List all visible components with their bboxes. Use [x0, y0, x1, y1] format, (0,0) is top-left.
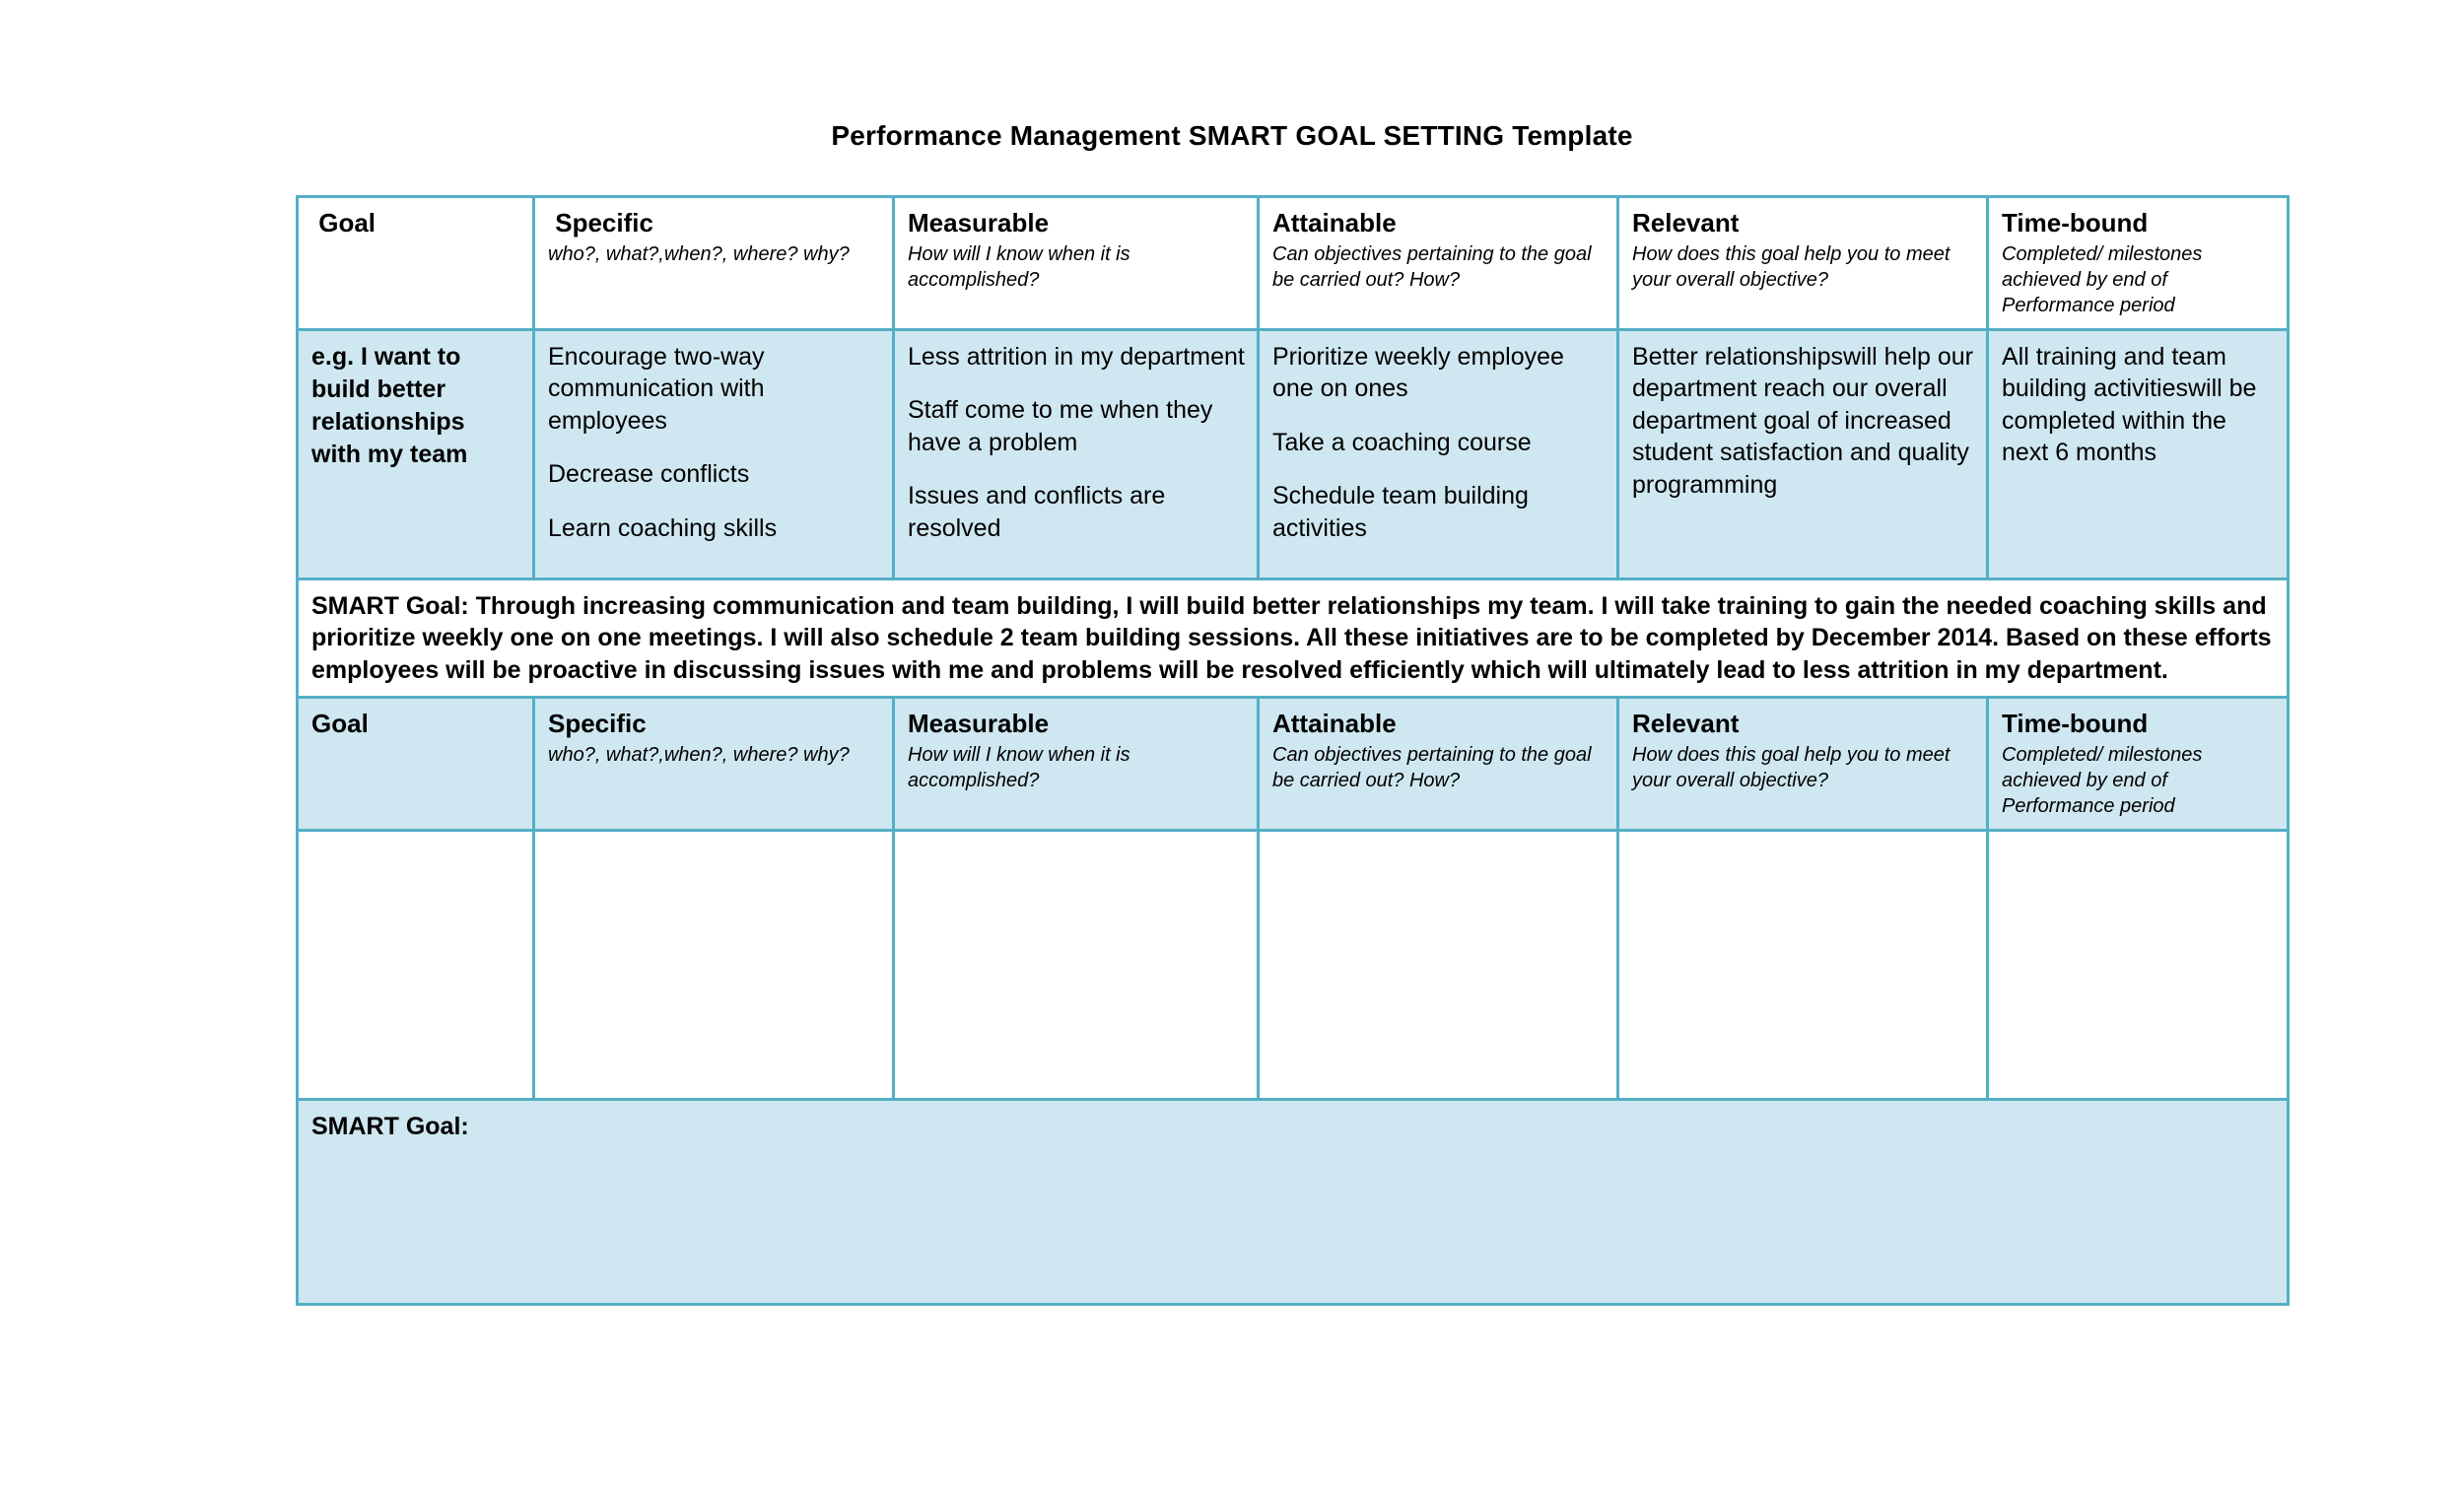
- smart-goal-table: Goal Specific who?, what?,when?, where? …: [296, 195, 2290, 1306]
- header-sub-measurable: How will I know when it is accomplished?: [908, 242, 1130, 291]
- example-cell-time-bound: All training and team building activitie…: [1986, 327, 2290, 580]
- example-cell-attainable: Prioritize weekly employee one on ones T…: [1257, 327, 1619, 580]
- header2-label-time-bound: Time-bound: [2002, 709, 2149, 739]
- example-cell-goal: e.g. I want to build better relationship…: [296, 327, 535, 580]
- header2-cell-time-bound: Time-bound Completed/ milestones achieve…: [1986, 696, 2290, 832]
- header-sub-time-bound: Completed/ milestones achieved by end of…: [2002, 242, 2203, 316]
- example-specific-item: Encourage two-way communication with emp…: [548, 342, 765, 435]
- blank-cell-time-bound[interactable]: [1986, 828, 2290, 1101]
- header-label-relevant: Relevant: [1632, 208, 1740, 238]
- header-cell-measurable: Measurable How will I know when it is ac…: [892, 195, 1260, 331]
- header2-label-relevant: Relevant: [1632, 709, 1740, 739]
- blank-cell-goal[interactable]: [296, 828, 535, 1101]
- example-measurable-item: Staff come to me when they have a proble…: [908, 396, 1213, 456]
- header2-sub-relevant: How does this goal help you to meet your…: [1632, 743, 1951, 791]
- blank-cell-attainable[interactable]: [1257, 828, 1619, 1101]
- header-label-time-bound: Time-bound: [2002, 208, 2149, 238]
- example-goal-text: e.g. I want to build better relationship…: [311, 342, 468, 468]
- header2-sub-measurable: How will I know when it is accomplished?: [908, 743, 1130, 791]
- header2-label-attainable: Attainable: [1272, 709, 1397, 739]
- page-title: Performance Management SMART GOAL SETTIN…: [831, 120, 1633, 151]
- example-attainable-item: Prioritize weekly employee one on ones: [1272, 342, 1564, 403]
- blank-cell-measurable[interactable]: [892, 828, 1260, 1101]
- table-row-blank: [296, 828, 2290, 1101]
- header-label-goal: Goal: [311, 208, 376, 238]
- header-sub-relevant: How does this goal help you to meet your…: [1632, 242, 1951, 291]
- example-specific-item: Decrease conflicts: [548, 460, 750, 489]
- example-cell-relevant: Better relationshipswill help our depart…: [1616, 327, 1989, 580]
- table-header-row-1: Goal Specific who?, what?,when?, where? …: [296, 195, 2290, 331]
- table-header-row-2: Goal Specific who?, what?,when?, where? …: [296, 696, 2290, 832]
- header-sub-attainable: Can objectives pertaining to the goal be…: [1272, 242, 1592, 291]
- header2-cell-measurable: Measurable How will I know when it is ac…: [892, 696, 1260, 832]
- header2-cell-relevant: Relevant How does this goal help you to …: [1616, 696, 1989, 832]
- header2-label-goal: Goal: [311, 709, 369, 739]
- header2-sub-attainable: Can objectives pertaining to the goal be…: [1272, 743, 1592, 791]
- example-measurable-item: Issues and conflicts are resolved: [908, 482, 1166, 542]
- header-cell-attainable: Attainable Can objectives pertaining to …: [1257, 195, 1619, 331]
- header-cell-time-bound: Time-bound Completed/ milestones achieve…: [1986, 195, 2290, 331]
- header2-cell-attainable: Attainable Can objectives pertaining to …: [1257, 696, 1619, 832]
- example-specific-item: Learn coaching skills: [548, 513, 778, 542]
- blank-cell-relevant[interactable]: [1616, 828, 1989, 1101]
- header-label-attainable: Attainable: [1272, 208, 1397, 238]
- example-attainable-item: Schedule team building activities: [1272, 482, 1529, 542]
- header2-sub-time-bound: Completed/ milestones achieved by end of…: [2002, 743, 2203, 817]
- smart-goal-blank-label[interactable]: SMART Goal:: [296, 1097, 2290, 1306]
- example-attainable-item: Take a coaching course: [1272, 428, 1532, 456]
- header2-cell-specific: Specific who?, what?,when?, where? why?: [532, 696, 895, 832]
- header-label-specific: Specific: [548, 208, 653, 238]
- example-measurable-item: Less attrition in my department: [908, 342, 1245, 371]
- header-label-measurable: Measurable: [908, 208, 1050, 238]
- example-cell-measurable: Less attrition in my department Staff co…: [892, 327, 1260, 580]
- example-cell-specific: Encourage two-way communication with emp…: [532, 327, 895, 580]
- header-cell-goal: Goal: [296, 195, 535, 331]
- header2-cell-goal: Goal: [296, 696, 535, 832]
- header-cell-relevant: Relevant How does this goal help you to …: [1616, 195, 1989, 331]
- header-cell-specific: Specific who?, what?,when?, where? why?: [532, 195, 895, 331]
- table-row-smart-goal-blank: SMART Goal:: [296, 1097, 2290, 1306]
- smart-goal-example-text: SMART Goal: Through increasing communica…: [296, 577, 2290, 700]
- example-time-bound-item: All training and team building activitie…: [2002, 342, 2257, 467]
- table-row-example: e.g. I want to build better relationship…: [296, 327, 2290, 580]
- example-relevant-item: Better relationshipswill help our depart…: [1632, 342, 1974, 499]
- header2-sub-specific: who?, what?,when?, where? why?: [548, 743, 850, 766]
- header-sub-specific: who?, what?,when?, where? why?: [548, 242, 850, 265]
- header2-label-measurable: Measurable: [908, 709, 1050, 739]
- table-row-smart-goal-example: SMART Goal: Through increasing communica…: [296, 577, 2290, 700]
- header2-label-specific: Specific: [548, 709, 647, 739]
- blank-cell-specific[interactable]: [532, 828, 895, 1101]
